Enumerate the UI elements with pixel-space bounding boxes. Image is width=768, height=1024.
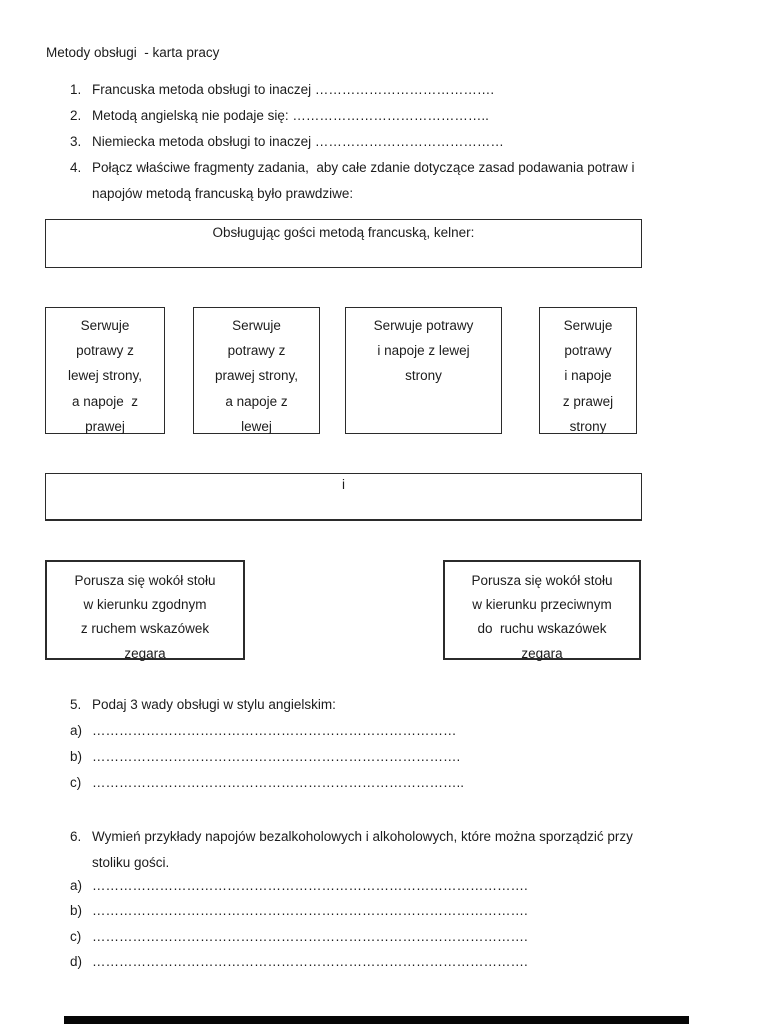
q2-number: 2. xyxy=(70,108,82,123)
option-line: Serwuje potrawy xyxy=(373,318,474,333)
option-line: lewej strony, xyxy=(67,368,143,384)
match-connector-box: i xyxy=(45,473,642,521)
option-line: a napoje z xyxy=(71,393,139,409)
q5-item-b-label: b) xyxy=(70,749,83,764)
option-line: potrawy z xyxy=(227,343,286,359)
option-line: w kierunku przeciwnym xyxy=(472,597,612,613)
q6-item-d-label: d) xyxy=(70,954,83,969)
page-title: Metody obsługi - karta pracy xyxy=(46,45,220,60)
q1-number: 1. xyxy=(70,82,82,97)
match-header-text: Obsługując gości metodą francuską, kelne… xyxy=(212,225,475,240)
q5-item-c-blank: ……………………………………………………………………….. xyxy=(92,775,465,790)
q6-item-d-blank: ……………………………………………………………………………………. xyxy=(92,954,528,969)
option-line: potrawy xyxy=(564,343,612,359)
q5-item-a-label: a) xyxy=(70,723,83,738)
q6-text-line2: stoliku gości. xyxy=(92,855,170,870)
option-line: do ruchu wskazówek xyxy=(477,621,607,637)
q3-number: 3. xyxy=(70,134,82,149)
option-line: z ruchem wskazówek xyxy=(80,621,210,637)
option-line: zegara xyxy=(521,645,563,661)
option-line: potrawy z xyxy=(76,343,134,359)
q6-item-b-label: b) xyxy=(70,903,83,918)
option-line: z prawej xyxy=(562,393,614,409)
q5-item-c-label: c) xyxy=(70,775,82,790)
q5-item-a-blank: ……………………………………………………………………… xyxy=(92,723,457,738)
q6-item-a-blank: ……………………………………………………………………………………. xyxy=(92,878,528,893)
match-option-box-5: Porusza się wokół stołu w kierunku zgodn… xyxy=(45,560,245,661)
option-line: Porusza się wokół stołu xyxy=(74,573,216,588)
option-line: prawej xyxy=(85,418,125,434)
option-line: Serwuje xyxy=(80,318,130,333)
q6-number: 6. xyxy=(70,829,82,844)
option-line: w kierunku zgodnym xyxy=(83,597,207,613)
q1-text: Francuska metoda obsługi to inaczej …………… xyxy=(92,82,495,97)
q4-text-line2: napojów metodą francuską było prawdziwe: xyxy=(92,186,354,201)
option-line: strony xyxy=(569,418,607,434)
option-line: strony xyxy=(405,368,442,384)
option-line: lewej xyxy=(241,418,272,434)
q6-item-a-label: a) xyxy=(70,878,83,893)
match-option-box-2: Serwuje potrawy z prawej strony, a napoj… xyxy=(193,307,320,434)
q4-text-line1: Połącz właściwe fragmenty zadania, aby c… xyxy=(92,160,635,175)
q5-item-b-blank: ………………………………………………………………………. xyxy=(92,749,461,764)
match-connector-text: i xyxy=(342,477,345,492)
q4-number: 4. xyxy=(70,160,82,175)
option-line: i napoje xyxy=(564,368,612,384)
option-line: a napoje z xyxy=(225,393,288,409)
q6-text-line1: Wymień przykłady napojów bezalkoholowych… xyxy=(92,829,633,844)
option-line: Serwuje xyxy=(563,318,613,333)
match-option-box-4: Serwuje potrawy i napoje z prawej strony xyxy=(539,307,637,434)
match-option-box-3: Serwuje potrawy i napoje z lewej strony xyxy=(345,307,502,434)
option-line: prawej strony, xyxy=(214,368,299,384)
option-line: Serwuje xyxy=(232,318,281,333)
q6-item-c-label: c) xyxy=(70,929,82,944)
option-line: Porusza się wokół stołu xyxy=(471,573,613,588)
match-option-box-6: Porusza się wokół stołu w kierunku przec… xyxy=(443,560,641,661)
match-header-box: Obsługując gości metodą francuską, kelne… xyxy=(45,219,642,268)
q6-item-c-blank: ……………………………………………………………………………………. xyxy=(92,929,528,944)
match-option-box-1: Serwuje potrawy z lewej strony, a napoje… xyxy=(45,307,165,434)
q3-text: Niemiecka metoda obsługi to inaczej …………… xyxy=(92,134,504,149)
q5-text: Podaj 3 wady obsługi w stylu angielskim: xyxy=(92,697,336,712)
next-page-edge xyxy=(64,1016,689,1024)
q5-number: 5. xyxy=(70,697,82,712)
q6-item-b-blank: ……………………………………………………………………………………. xyxy=(92,903,528,918)
q2-text: Metodą angielską nie podaje się: …………………… xyxy=(92,108,489,123)
option-line: i napoje z lewej xyxy=(377,343,470,359)
option-line: zegara xyxy=(124,645,166,661)
